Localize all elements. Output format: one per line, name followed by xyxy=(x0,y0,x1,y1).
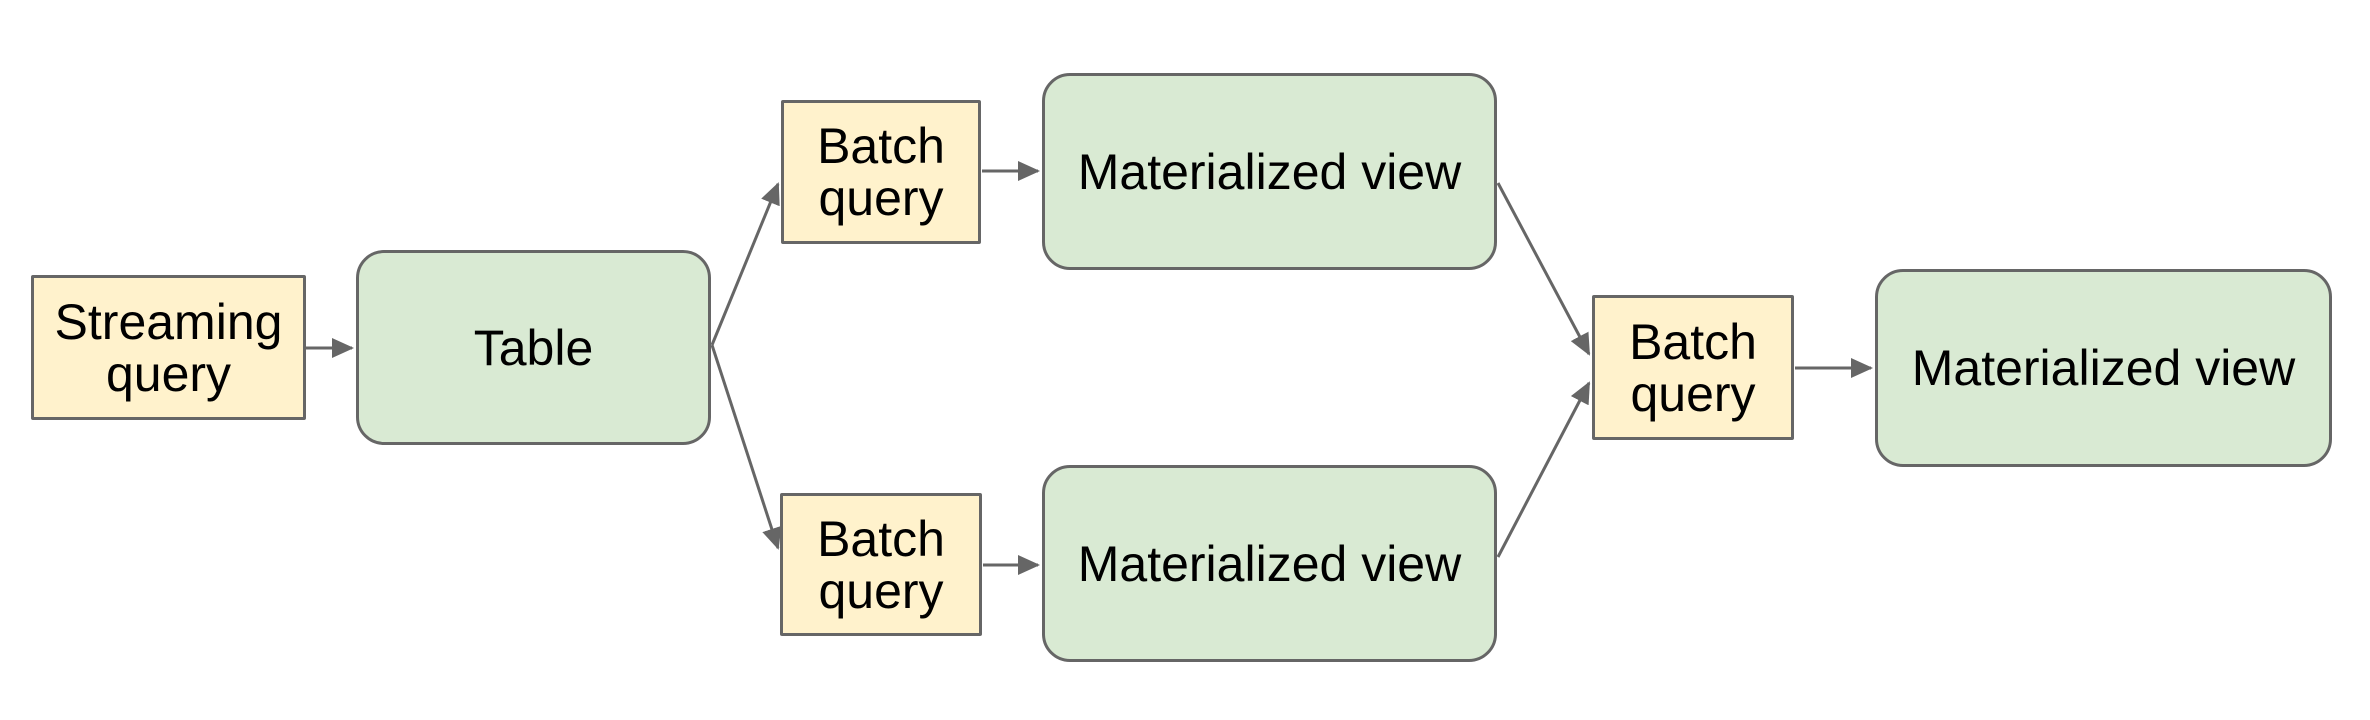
node-batch-query-top: Batch query xyxy=(781,100,981,244)
node-label: Materialized view xyxy=(1911,340,2296,396)
edges-group xyxy=(306,161,1873,575)
node-label: Batch query xyxy=(1629,313,1757,422)
edge-table-to-batch-query-bottom xyxy=(710,344,782,550)
edge-materialized-view-top-to-batch-query-right xyxy=(1496,182,1591,356)
node-label: Materialized view xyxy=(1077,535,1462,592)
edge-table-to-batch-query-top xyxy=(710,182,780,346)
node-table: Table xyxy=(356,250,711,445)
node-label: Table xyxy=(473,319,594,376)
node-label: Streaming query xyxy=(54,293,283,402)
node-materialized-view-bottom: Materialized view xyxy=(1042,465,1497,662)
node-label: Batch query xyxy=(817,510,945,619)
node-label: Materialized view xyxy=(1077,143,1462,200)
node-batch-query-bottom: Batch query xyxy=(780,493,982,636)
node-materialized-view-top: Materialized view xyxy=(1042,73,1497,270)
node-label: Batch query xyxy=(817,118,945,226)
node-materialized-view-right: Materialized view xyxy=(1875,269,2332,467)
node-streaming-query: Streaming query xyxy=(31,275,306,420)
edge-materialized-view-bottom-to-batch-query-right xyxy=(1496,381,1591,558)
node-batch-query-right: Batch query xyxy=(1592,295,1794,440)
